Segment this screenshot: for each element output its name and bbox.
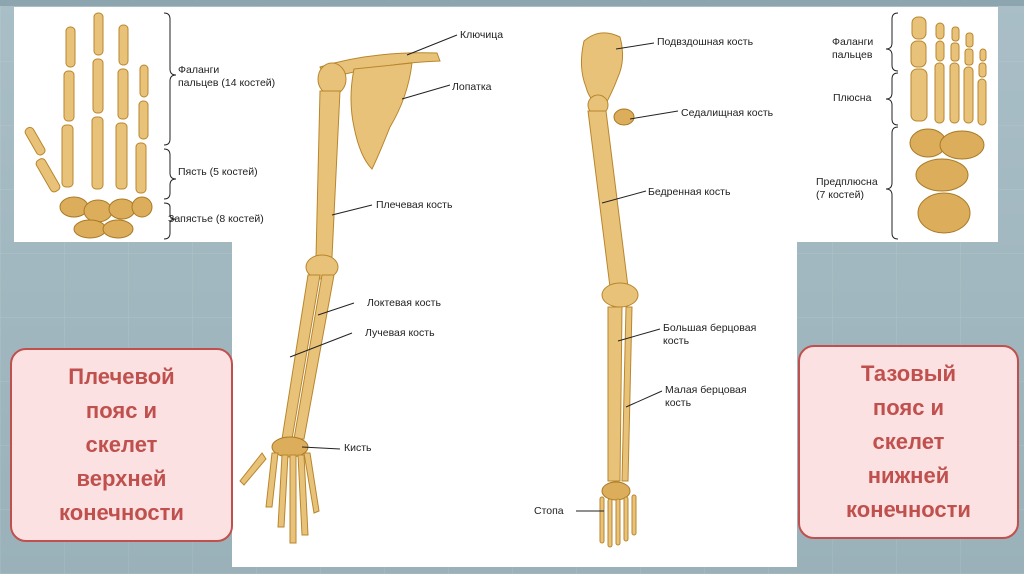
label-ulna: Локтевая кость — [367, 297, 441, 310]
label-scapula: Лопатка — [452, 81, 492, 94]
foot-tarsal-bones — [910, 129, 984, 233]
callout-lower-limb: Тазовый пояс и скелет нижней конечности — [798, 345, 1019, 539]
hand-finger-bones — [24, 13, 148, 193]
label-ischium: Седалищная кость — [681, 107, 773, 120]
hand-bones-illustration — [14, 7, 164, 242]
foot-braces — [880, 7, 900, 242]
label-ilium: Подвздошная кость — [657, 36, 753, 49]
label-humerus: Плечевая кость — [376, 199, 452, 212]
hand-carpal-bones — [60, 197, 152, 238]
label-femur: Бедренная кость — [648, 186, 730, 199]
arm-leader-lines — [232, 7, 482, 567]
label-leg-foot: Стопа — [534, 505, 564, 518]
label-foot-phalanges: Фаланги пальцев — [832, 36, 873, 62]
label-tarsus: Предплюсна (7 костей) — [816, 176, 878, 202]
callout-upper-limb: Плечевой пояс и скелет верхней конечност… — [10, 348, 233, 542]
label-radius: Лучевая кость — [365, 327, 435, 340]
label-metatarsus: Плюсна — [833, 92, 871, 105]
label-clavicle: Ключица — [460, 29, 503, 42]
hand-braces — [150, 7, 190, 242]
foot-bones-illustration — [896, 7, 998, 242]
top-bar — [0, 0, 1024, 6]
label-fibula: Малая берцовая кость — [665, 384, 747, 410]
leg-leader-lines — [560, 7, 800, 567]
callout-lower-limb-text: Тазовый пояс и скелет нижней конечности — [800, 357, 1017, 527]
label-tibia: Большая берцовая кость — [663, 322, 756, 348]
callout-upper-limb-text: Плечевой пояс и скелет верхней конечност… — [12, 360, 231, 530]
foot-toe-bones — [911, 17, 986, 125]
label-arm-hand: Кисть — [344, 442, 372, 455]
